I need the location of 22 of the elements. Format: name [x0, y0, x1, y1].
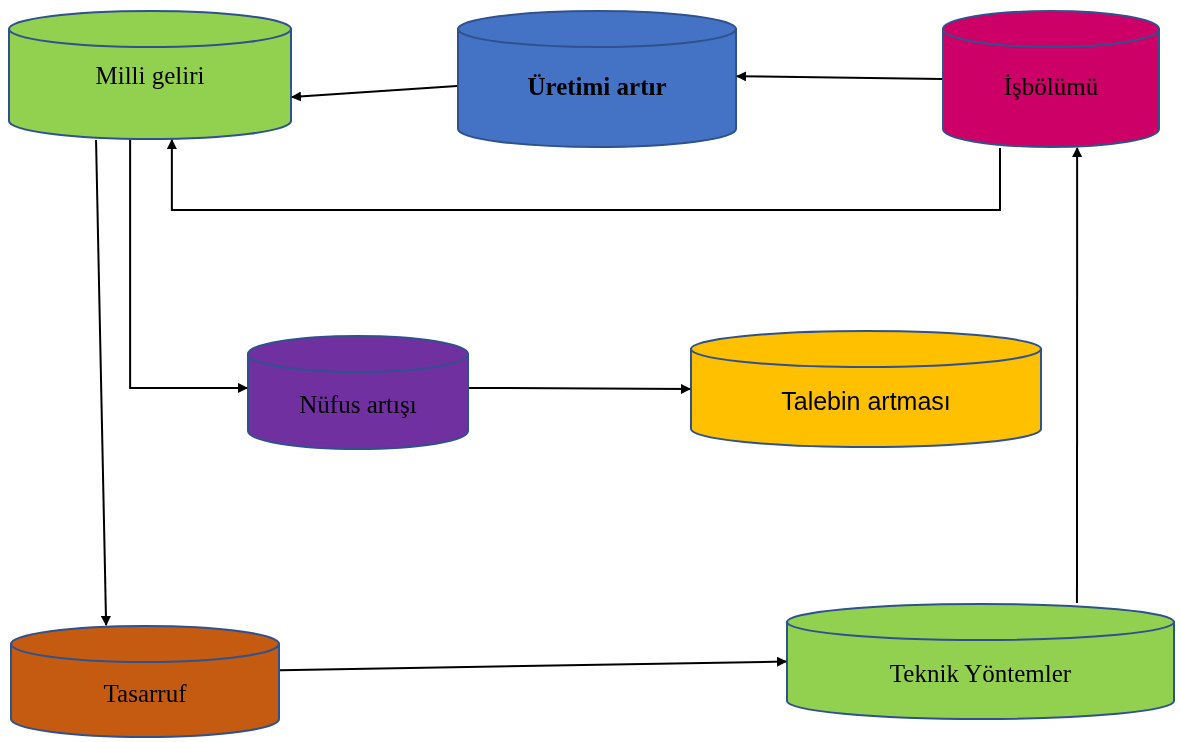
node-label: Üretimi artır: [526, 73, 668, 99]
cylinder-node: [942, 10, 1160, 148]
cylinder-node: [10, 625, 280, 738]
node-label: Teknik Yöntemler: [888, 660, 1073, 686]
node-label: Talebin artması: [780, 388, 952, 414]
cylinder-node: [690, 330, 1042, 448]
arrow: [1072, 147, 1083, 604]
arrow: [736, 71, 943, 82]
arrow: [468, 383, 691, 394]
cylinder-node: [247, 335, 469, 450]
cylinder-node: [457, 10, 737, 148]
node-label: Nüfus artışı: [298, 391, 418, 417]
arrow: [279, 656, 787, 672]
arrow: [291, 84, 458, 102]
node-label: Milli geliri: [94, 62, 206, 88]
arrow: [129, 139, 248, 393]
arrow: [95, 139, 111, 626]
arrow: [166, 139, 1001, 211]
cylinder-node: [786, 603, 1175, 720]
node-label: Tasarruf: [102, 680, 188, 706]
cylinder-node: [8, 10, 292, 140]
node-label: İşbölümü: [1002, 73, 1100, 99]
